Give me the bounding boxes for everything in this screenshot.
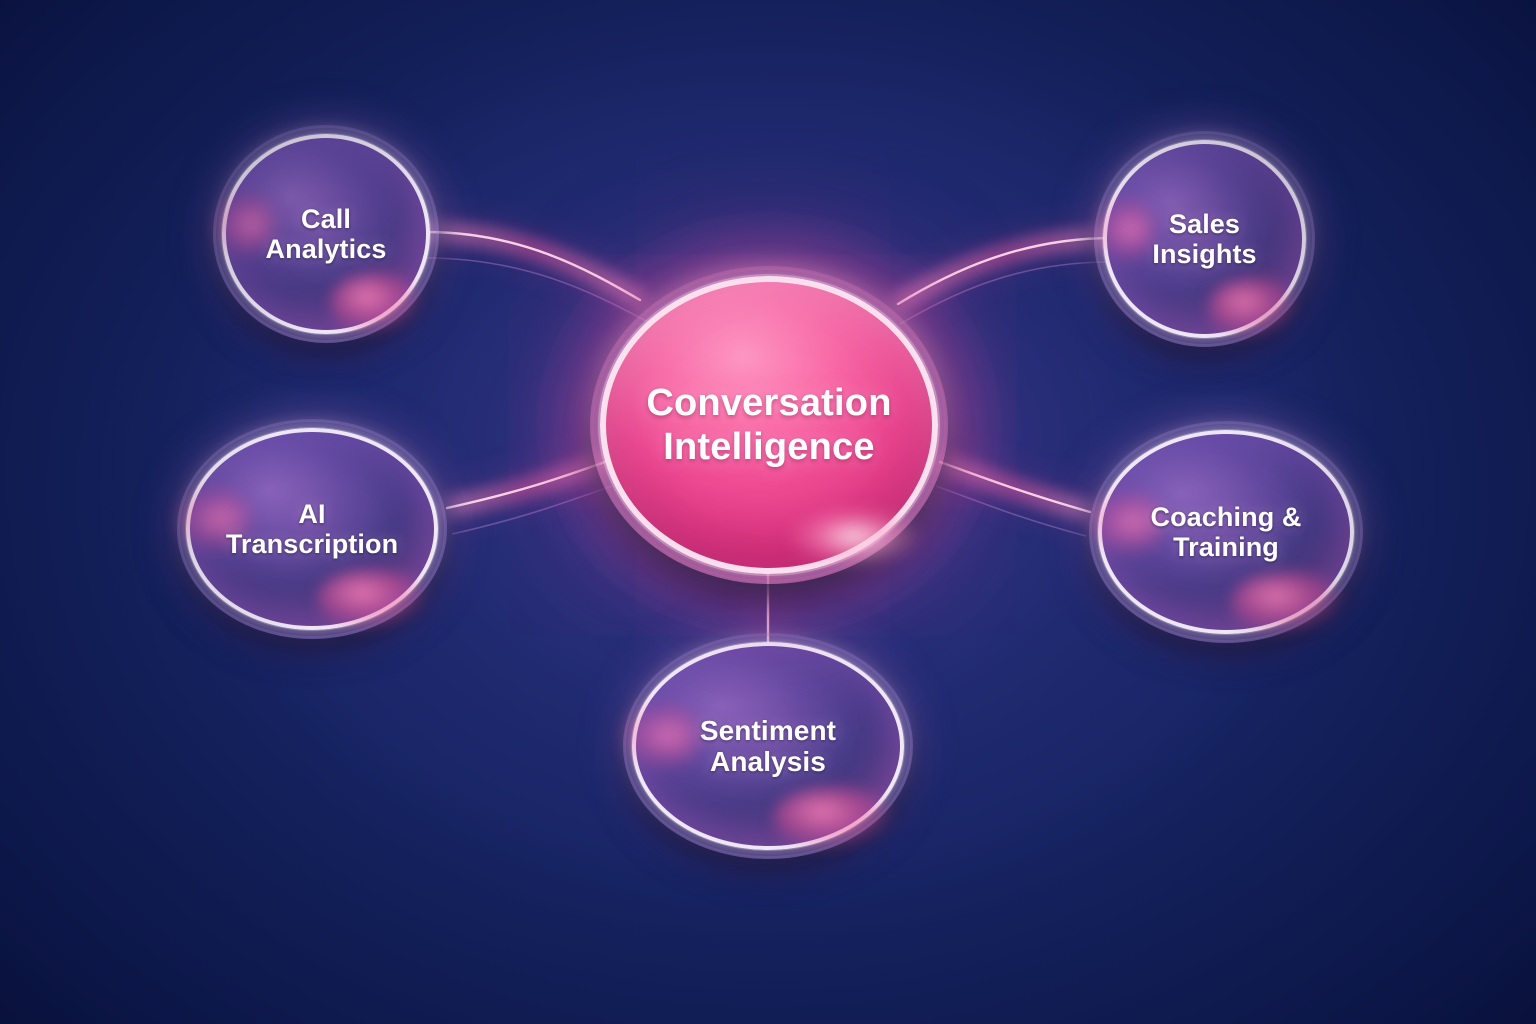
node-glow-hotspot [1230, 571, 1346, 634]
link-center-ai-transcription [444, 459, 608, 511]
node-glow-hotspot [788, 507, 919, 566]
node-sentiment-analysis[interactable]: Sentiment Analysis [594, 604, 942, 888]
node-sales-insights[interactable]: Sales Insights [1065, 102, 1344, 376]
link-center-sales-insights [895, 235, 1116, 307]
node-conversation-intelligence[interactable]: Conversation Intelligence [536, 212, 1002, 638]
node-label: Sentiment Analysis [690, 715, 846, 778]
node-ai-transcription[interactable]: AI Transcription [148, 390, 476, 668]
node-call-analytics[interactable]: Call Analytics [184, 96, 468, 372]
node-coaching-training[interactable]: Coaching & Training [1060, 392, 1392, 672]
node-label-line2: Analytics [265, 234, 387, 264]
node-label-line1: Call [301, 203, 351, 234]
node-label-line2: Analysis [710, 746, 826, 777]
center-node-label-line1: Conversation [646, 381, 892, 424]
node-glow-hotspot-left [620, 702, 700, 770]
center-node-label: Conversation Intelligence [646, 381, 891, 469]
node-label-line2: Insights [1152, 239, 1257, 269]
node-glow-hotspot [1208, 277, 1299, 338]
node-glow-hotspot [330, 272, 422, 334]
node-label-line1: Sentiment [699, 714, 837, 746]
node-label: Sales Insights [1142, 209, 1266, 269]
node-label-line2: Transcription [225, 529, 399, 559]
center-node-label-line2: Intelligence [663, 426, 875, 468]
node-glow-hotspot [316, 567, 430, 630]
link-center-call-analytics [422, 229, 643, 303]
node-label-line1: Coaching & [1150, 501, 1302, 532]
node-label: Call Analytics [256, 204, 397, 264]
node-glow-hotspot [773, 786, 895, 850]
link-center-coaching-training [937, 459, 1093, 515]
node-label: AI Transcription [216, 499, 408, 559]
node-label-line1: Sales [1168, 208, 1241, 239]
node-label: Coaching & Training [1140, 502, 1311, 562]
node-label-line2: Training [1173, 532, 1279, 562]
node-label-line1: AI [298, 498, 326, 529]
